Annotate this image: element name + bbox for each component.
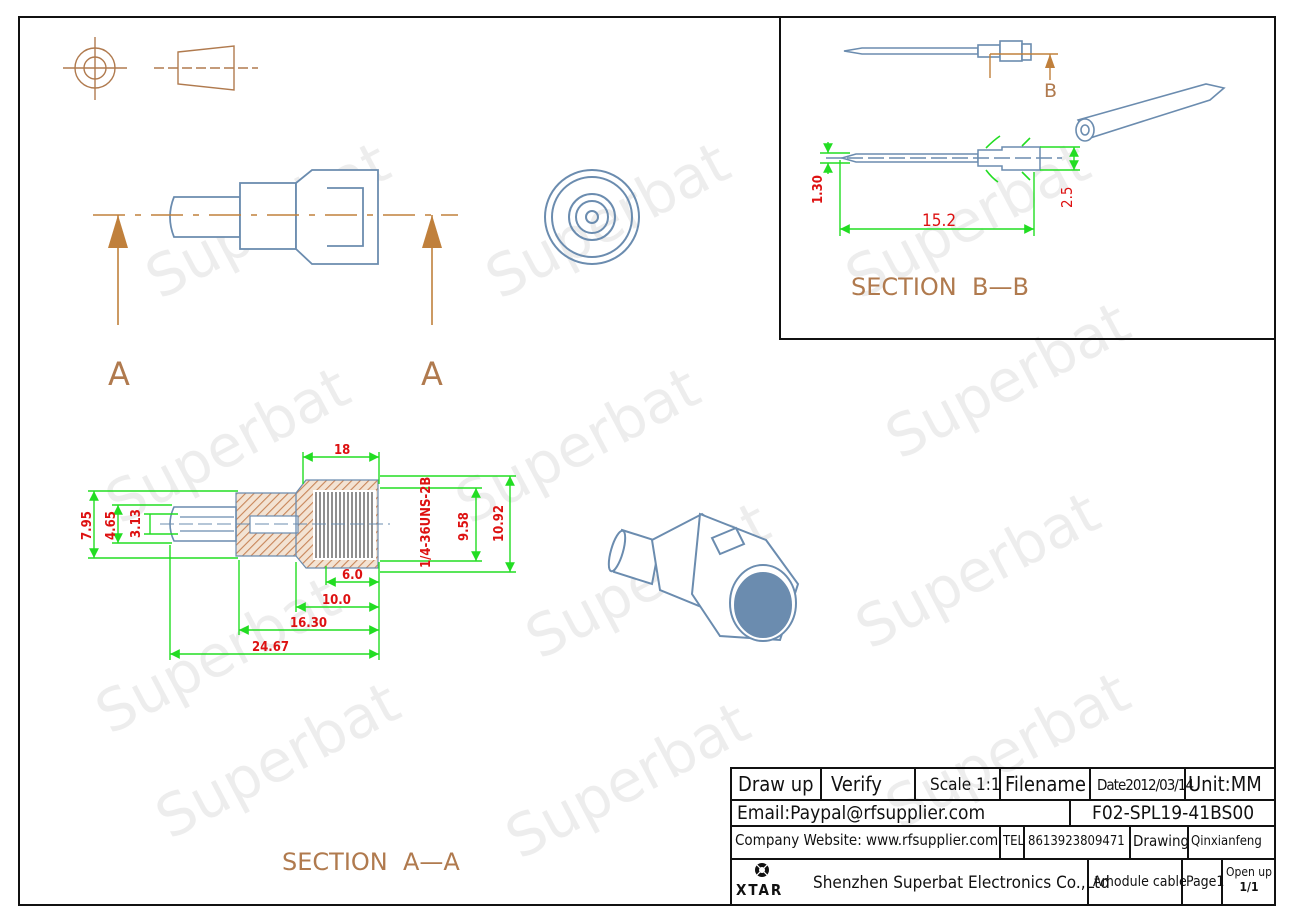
section-a-view — [160, 479, 390, 569]
section-b-title: SECTION B—B — [851, 273, 1029, 301]
watermark-text: Superbat — [845, 478, 1111, 662]
cut-line-b — [989, 53, 1058, 80]
dimension-lines-a — [88, 452, 516, 660]
side-view — [169, 169, 379, 265]
dim-7-95: 7.95 — [80, 511, 95, 540]
pin-section-view — [826, 146, 1062, 171]
dim-pin-head: 2.5 — [1058, 187, 1076, 208]
dimension-lines-b — [820, 142, 1080, 236]
dim-pin-len: 15.2 — [922, 211, 956, 231]
tb-email: Email:Paypal@rfsupplier.com — [737, 802, 986, 824]
dim-16-30: 16.30 — [290, 616, 327, 631]
end-view — [544, 169, 640, 265]
section-a-title: SECTION A—A — [282, 848, 460, 876]
cut-label-a-right: A — [421, 355, 443, 393]
tb-website: Company Website: www.rfsupplier.com — [735, 831, 999, 849]
dim-thread: 1/4-36UNS-2B — [419, 477, 434, 568]
dimension-labels-b: 1.30 15.2 2.5 — [811, 175, 1076, 231]
tb-tel: 8613923809471 — [1028, 834, 1125, 849]
tb-product: Amodule cable — [1093, 874, 1187, 890]
dim-4-65: 4.65 — [104, 511, 119, 540]
watermark-text: Superbat — [875, 288, 1141, 472]
dim-18: 18 — [334, 443, 350, 458]
section-b-inset — [779, 16, 1276, 340]
dim-9-58: 9.58 — [457, 512, 472, 541]
cut-label-a-left: A — [108, 355, 130, 393]
dim-6-0: 6.0 — [342, 568, 363, 583]
dim-10-0: 10.0 — [322, 593, 351, 608]
pin-crimp-marks — [985, 135, 1031, 183]
isometric-view — [607, 512, 800, 642]
tb-drawer: Qinxianfeng — [1191, 834, 1262, 849]
tb-unit: Unit:MM — [1188, 772, 1262, 796]
cut-label-b: B — [1044, 80, 1058, 102]
tb-logo-text: XTAR — [736, 881, 784, 899]
tb-verify: Verify — [831, 772, 882, 796]
dim-3-13: 3.13 — [129, 509, 144, 538]
tb-draw-up: Draw up — [738, 772, 814, 796]
tb-scale: Scale 1:1 — [930, 775, 1001, 795]
cut-line-a — [93, 214, 458, 325]
projection-symbol — [63, 37, 258, 100]
tb-open-up: Open up — [1226, 865, 1272, 879]
dim-pin-dia: 1.30 — [811, 175, 826, 204]
tb-drawing-label: Drawing — [1133, 832, 1190, 850]
dim-24-67: 24.67 — [252, 640, 289, 655]
dimension-labels-a: 18 7.95 4.65 3.13 1/4-36UNS-2B 9.58 10.9… — [80, 443, 507, 655]
pin-top-view — [843, 40, 1032, 62]
sheet-border — [18, 16, 1276, 906]
tb-filename: Filename — [1005, 772, 1087, 796]
tb-tel-label: TEL — [1003, 834, 1025, 849]
title-block — [730, 767, 1276, 906]
tb-company: Shenzhen Superbat Electronics Co.,Ltd — [813, 873, 1110, 893]
watermark-text: Superbat — [495, 688, 761, 872]
tb-page: Page1 — [1186, 874, 1225, 890]
watermark-text: Superbat — [445, 353, 711, 537]
tb-open-up-count: 1/1 — [1239, 880, 1259, 894]
tb-part-no: F02-SPL19-41BS00 — [1092, 802, 1255, 824]
dim-10-92: 10.92 — [492, 505, 507, 542]
tb-date: Date2012/03/14 — [1097, 776, 1194, 794]
xtar-logo-icon — [753, 861, 771, 879]
pin-iso-view — [1075, 83, 1226, 142]
